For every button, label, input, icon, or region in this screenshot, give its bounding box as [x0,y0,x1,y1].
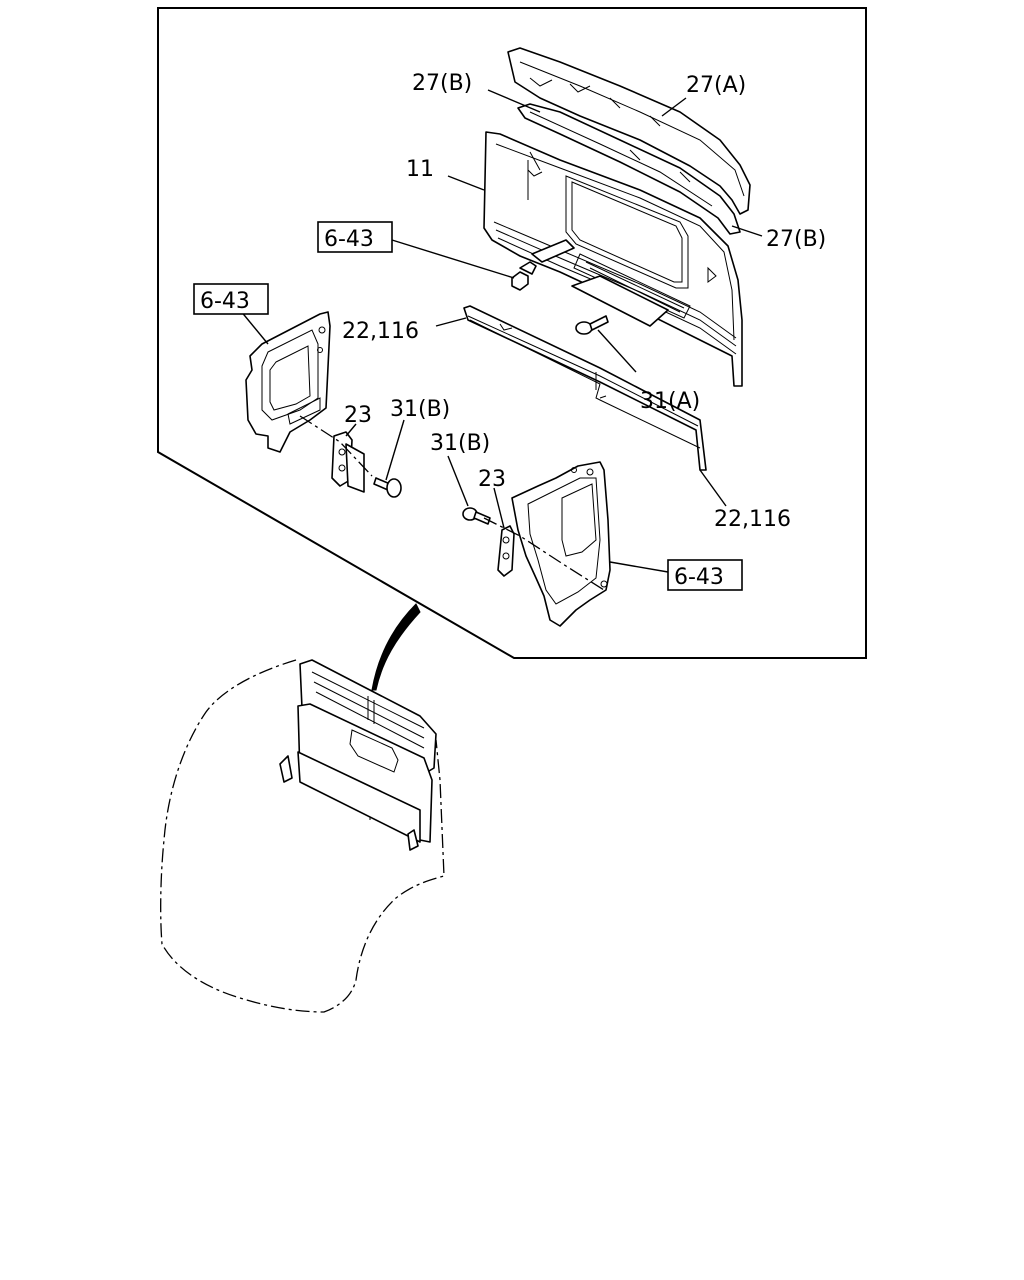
label-11: 11 [406,157,434,182]
align-line-left [299,415,373,477]
label-22-116-top: 22,116 [342,319,419,344]
lower-trim-22-116 [463,305,707,471]
detail-frame [157,7,867,659]
cab-overview [160,659,445,1013]
header-trim-27b [517,103,741,235]
left-bracket [245,311,331,453]
label-6-43-left: 6-43 [200,289,250,314]
screw-31b-left [373,477,402,498]
hinge-23-right [497,525,515,577]
ref-box-left [193,283,269,315]
label-23-right: 23 [478,467,506,492]
pad-lower-panel [571,275,669,327]
label-27a: 27(A) [686,73,746,98]
label-27b-right: 27(B) [766,227,826,252]
label-23-left: 23 [344,403,372,428]
pad-under-panel [531,239,575,263]
label-27b-top: 27(B) [412,71,472,96]
ref-box-center [317,221,393,253]
leader-lines [239,89,763,573]
align-line-right [483,517,605,591]
ref-box-right [667,559,743,591]
hinge-23-left [331,431,365,493]
label-22-116-bottom: 22,116 [714,507,791,532]
locator-pointer [371,603,421,691]
screw-31b-mid [462,507,491,525]
header-trim-27a [507,47,751,215]
right-bracket [511,461,611,627]
clip-fastener [511,261,537,291]
label-31a: 31(A) [640,389,700,414]
screw-31a [575,315,609,335]
rear-panel-11 [483,131,743,387]
label-6-43-center: 6-43 [324,227,374,252]
label-6-43-right: 6-43 [674,565,724,590]
label-31b-left: 31(B) [390,397,450,422]
label-31b-mid: 31(B) [430,431,490,456]
